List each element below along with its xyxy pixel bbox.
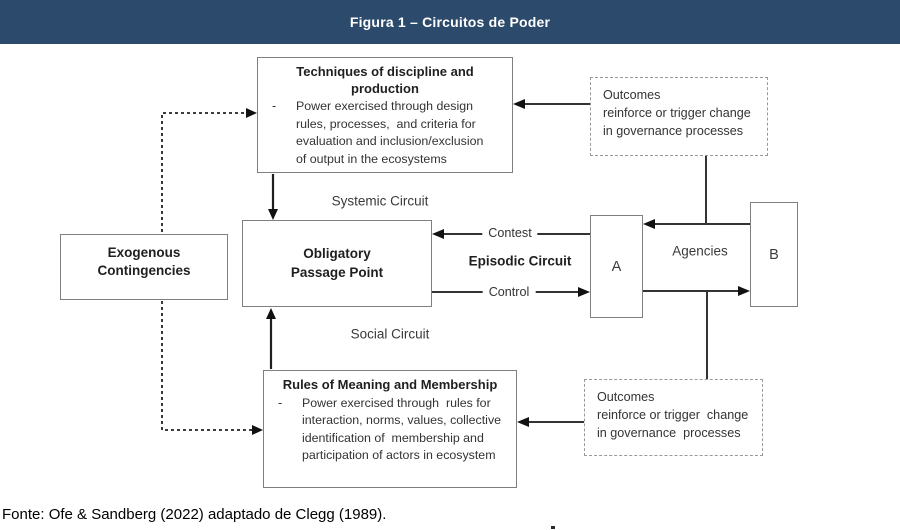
arrow-exogenous-to-rules bbox=[161, 301, 253, 431]
figure-title: Figura 1 – Circuitos de Poder bbox=[349, 14, 551, 30]
arrowhead-techniques-to-opp bbox=[268, 209, 278, 220]
agency-b-box: B bbox=[750, 202, 798, 307]
arrowhead-outcomes-top-to-techniques bbox=[513, 99, 525, 109]
arrowhead-exogenous-to-rules bbox=[252, 425, 263, 435]
techniques-title: Techniques of discipline and production bbox=[296, 64, 474, 96]
rules-box: Rules of Meaning and Membership - Power … bbox=[263, 370, 517, 488]
techniques-bullet-row: - Power exercised through design rules, … bbox=[258, 97, 512, 168]
bullet-marker: - bbox=[272, 99, 277, 114]
agencies-label: Agencies bbox=[672, 243, 728, 259]
techniques-box: Techniques of discipline and production … bbox=[257, 57, 513, 173]
control-label: Control bbox=[482, 285, 536, 299]
arrowhead-exogenous-to-techniques bbox=[246, 108, 257, 118]
rules-bullet-row: - Power exercised through rules for inte… bbox=[264, 394, 516, 465]
arrowhead-outcomes-bottom-to-rules bbox=[517, 417, 529, 427]
outcomes-bottom-box: Outcomes reinforce or trigger change in … bbox=[584, 379, 763, 456]
figure-title-bar: Figura 1 – Circuitos de Poder bbox=[0, 0, 900, 44]
arrowhead-contest bbox=[432, 229, 444, 239]
source-caption: Fonte: Ofe & Sandberg (2022) adaptado de… bbox=[2, 506, 387, 523]
arrowhead-control bbox=[578, 287, 590, 297]
arrowhead-a-to-b bbox=[738, 286, 750, 296]
social-circuit-label: Social Circuit bbox=[350, 326, 430, 342]
contest-label: Contest bbox=[482, 226, 538, 240]
techniques-body: Power exercised through design rules, pr… bbox=[296, 99, 484, 167]
rules-body: Power exercised through rules for intera… bbox=[302, 395, 502, 463]
agency-a-box: A bbox=[590, 215, 643, 318]
outcomes-top-text: Outcomes reinforce or trigger change in … bbox=[603, 88, 751, 138]
outcomes-top-box: Outcomes reinforce or trigger change in … bbox=[590, 77, 768, 156]
outcomes-bottom-text: Outcomes reinforce or trigger change in … bbox=[597, 390, 749, 440]
agency-a-label: A bbox=[611, 258, 622, 275]
bullet-marker: - bbox=[278, 395, 283, 410]
arrow-exogenous-to-techniques bbox=[161, 112, 247, 232]
exogenous-label: Exogenous Contingencies bbox=[97, 245, 191, 279]
arrowhead-rules-to-opp bbox=[266, 308, 276, 319]
arrowhead-b-to-a bbox=[643, 219, 655, 229]
episodic-circuit-label: Episodic Circuit bbox=[468, 253, 572, 269]
opp-label: Obligatory Passage Point bbox=[290, 246, 384, 280]
stray-mark bbox=[551, 526, 555, 529]
systemic-circuit-label: Systemic Circuit bbox=[331, 193, 429, 209]
opp-box: Obligatory Passage Point bbox=[242, 220, 432, 307]
exogenous-box: Exogenous Contingencies bbox=[60, 234, 228, 300]
agency-b-label: B bbox=[769, 246, 779, 263]
rules-title: Rules of Meaning and Membership bbox=[282, 377, 498, 392]
